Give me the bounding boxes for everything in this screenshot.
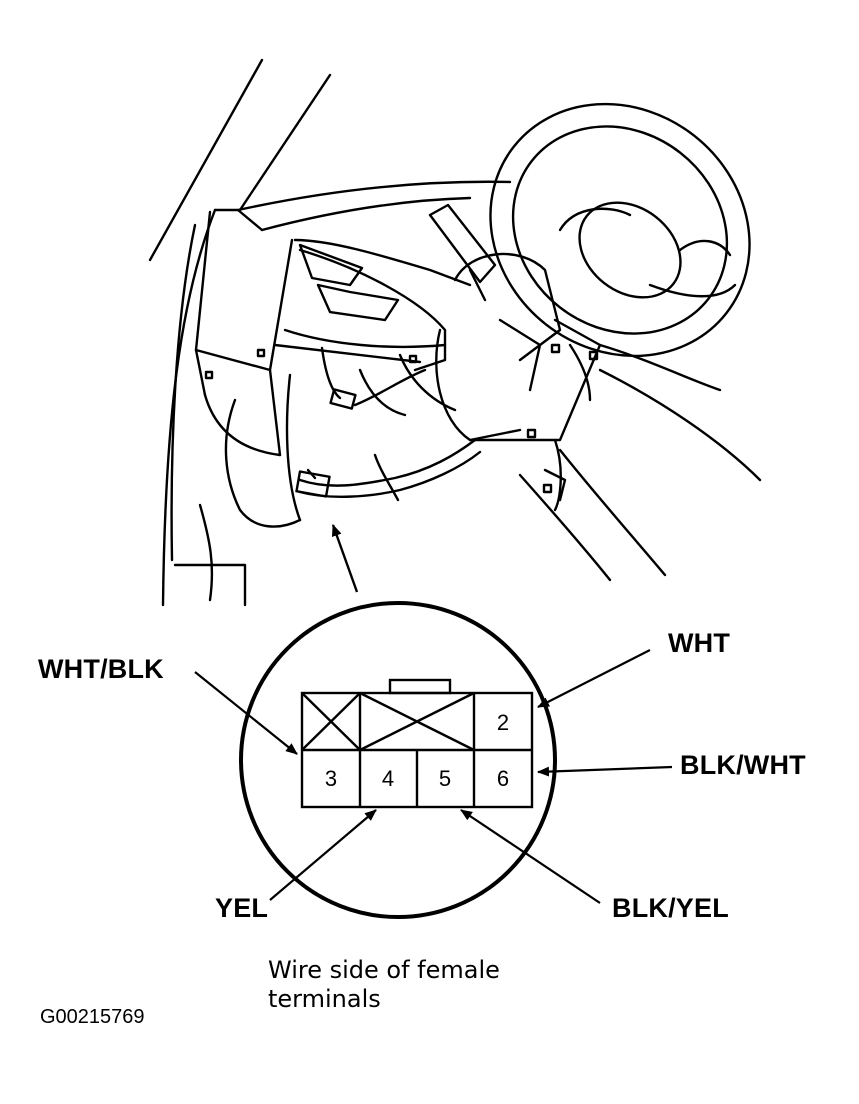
caption-line-1: Wire side of female — [268, 956, 500, 984]
location-arrow — [331, 524, 359, 593]
leader-blk-wht — [537, 765, 673, 777]
callout-leaders — [194, 649, 673, 904]
leader-yel — [269, 809, 377, 901]
caption-line-2: terminals — [268, 985, 381, 1013]
leader-wht — [537, 649, 651, 708]
wire-label-wht: WHT — [668, 628, 731, 658]
wire-label-blk-yel: BLK/YEL — [612, 893, 729, 923]
dashboard-illustration — [148, 58, 762, 607]
magnifier-circle — [239, 601, 557, 919]
wire-label-yel: YEL — [215, 893, 269, 923]
leader-blk-yel — [460, 809, 601, 904]
pin-6-label: 6 — [497, 766, 509, 791]
leader-wht-blk — [194, 671, 298, 755]
pin-3-label: 3 — [325, 766, 337, 791]
connector-face — [300, 678, 534, 809]
caption: Wire side of female terminals — [268, 956, 500, 1014]
pin-4-label: 4 — [382, 766, 394, 791]
connector-lock-tab — [388, 678, 452, 695]
wire-label-wht-blk: WHT/BLK — [38, 654, 164, 684]
figure-code: G00215769 — [40, 1006, 145, 1028]
pin-5-label: 5 — [439, 766, 451, 791]
wire-label-blk-wht: BLK/WHT — [680, 750, 806, 780]
pin-2-label: 2 — [497, 710, 509, 735]
